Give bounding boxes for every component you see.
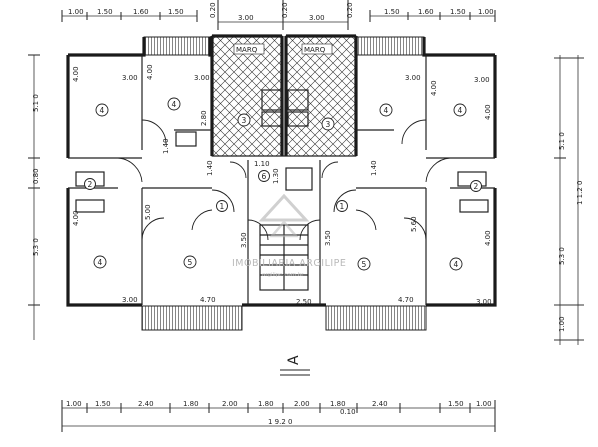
left-kitchen-hatch xyxy=(211,35,283,157)
dim-bottom-1: 1.00 xyxy=(66,400,82,408)
room-bedroom-bl: 4 xyxy=(98,258,103,267)
dim-right-510: 5.1 0 xyxy=(558,132,566,150)
dim-bottom-3: 2.40 xyxy=(138,400,154,408)
watermark-name: IMOBILIARIA ARGILIPE xyxy=(232,258,346,269)
dim-left-510: 5.1 0 xyxy=(32,94,40,112)
dim-in-140c: 1.40 xyxy=(370,160,378,176)
dim-bottom-6: 1.80 xyxy=(258,400,274,408)
dim-top-020b: 0.20 xyxy=(281,2,289,18)
dim-right-100: 1.00 xyxy=(558,316,566,332)
dim-in-300a: 3.00 xyxy=(122,74,138,82)
dim-in-300f: 3.00 xyxy=(476,298,492,306)
room-living-r: 5 xyxy=(362,260,367,269)
bottom-right-balcony xyxy=(325,305,427,331)
watermark xyxy=(258,193,310,238)
dim-in-140a: 1.40 xyxy=(162,138,170,154)
dim-in-400d: 4.00 xyxy=(484,104,492,120)
top-right-balcony xyxy=(355,36,425,56)
dim-in-300b: 3.00 xyxy=(194,74,210,82)
door-swings xyxy=(117,119,451,241)
dim-in-130: 1.30 xyxy=(272,168,280,184)
terrace-left-label: MARQ xyxy=(236,46,258,54)
dim-top-2: 1.50 xyxy=(97,8,113,16)
bottom-left-balcony xyxy=(141,305,243,331)
dim-in-400a: 4.00 xyxy=(72,66,80,82)
room-bedroom-br: 4 xyxy=(454,260,459,269)
room-bedroom-tl2: 4 xyxy=(172,100,177,109)
dim-top-020a: 0.20 xyxy=(209,2,217,18)
terrace-right-label: MARQ xyxy=(304,46,326,54)
dim-in-350a: 3.50 xyxy=(240,232,248,248)
dim-in-400f: 4.00 xyxy=(484,230,492,246)
dim-left-080: 0.80 xyxy=(32,168,40,184)
dim-in-110: 1.10 xyxy=(254,160,270,168)
room-hall-l: 1 xyxy=(220,202,225,211)
dim-in-300c: 3.00 xyxy=(405,74,421,82)
room-kitchen-l: 3 xyxy=(242,116,247,125)
dim-top-3: 1.60 xyxy=(133,8,149,16)
room-bath-l: 2 xyxy=(88,180,93,189)
dim-in-500: 5.00 xyxy=(144,204,152,220)
dim-bottom-4: 1.80 xyxy=(183,400,199,408)
dim-top-020c: 0.20 xyxy=(346,2,354,18)
dim-top-8: 1.60 xyxy=(418,8,434,16)
dim-bottom-010: 0.10 xyxy=(340,408,356,416)
dim-bottom-2: 1.50 xyxy=(95,400,111,408)
dim-in-400c: 4.00 xyxy=(430,80,438,96)
dim-in-280: 2.80 xyxy=(200,110,208,126)
room-living-l: 5 xyxy=(188,258,193,267)
dim-bottom-9: 2.40 xyxy=(372,400,388,408)
dim-in-350b: 3.50 xyxy=(324,230,332,246)
dim-in-400b: 4.00 xyxy=(146,64,154,80)
top-left-balcony xyxy=(143,36,211,56)
dim-top-1: 1.00 xyxy=(68,8,84,16)
dim-in-560: 5.60 xyxy=(410,216,418,232)
dim-in-300d: 3.00 xyxy=(474,76,490,84)
dim-bottom-7: 2.00 xyxy=(294,400,310,408)
dim-top-9: 1.50 xyxy=(450,8,466,16)
dim-top-7: 1.50 xyxy=(384,8,400,16)
dim-left-530: 5.3 0 xyxy=(32,238,40,256)
dim-bottom-10: 1.50 xyxy=(448,400,464,408)
dim-bottom-11: 1.00 xyxy=(476,400,492,408)
dim-top-4: 1.50 xyxy=(168,8,184,16)
room-bedroom-tl: 4 xyxy=(100,106,105,115)
room-bedroom-tr2: 4 xyxy=(384,106,389,115)
section-mark-label: A xyxy=(286,355,302,365)
room-6: 6 xyxy=(262,172,267,181)
room-labels: 4 4 4 4 4 4 5 5 3 3 2 2 1 1 6 xyxy=(84,97,482,271)
dim-top-10: 1.00 xyxy=(478,8,494,16)
room-bedroom-tr: 4 xyxy=(458,106,463,115)
dim-bottom-5: 2.00 xyxy=(222,400,238,408)
dim-in-140b: 1.40 xyxy=(206,160,214,176)
room-hall-r: 1 xyxy=(340,202,345,211)
dim-in-300e: 3.00 xyxy=(122,296,138,304)
right-dimension-chain xyxy=(554,55,584,345)
room-bath-r: 2 xyxy=(474,182,479,191)
dim-right-530: 5.3 0 xyxy=(558,247,566,265)
dim-bottom-8: 1.80 xyxy=(330,400,346,408)
left-dimension-chain xyxy=(28,54,40,340)
dim-in-470b: 4.70 xyxy=(398,296,414,304)
interior-walls xyxy=(68,55,495,305)
dim-top-6: 3.00 xyxy=(309,14,325,22)
room-kitchen-r: 3 xyxy=(326,120,331,129)
bottom-dimension-chain xyxy=(61,400,496,432)
dim-top-5: 3.00 xyxy=(238,14,254,22)
top-dimension-chain xyxy=(61,0,496,30)
dim-right-1120: 1 1.2 0 xyxy=(576,181,584,206)
dim-in-250: 2.50 xyxy=(296,298,312,306)
dim-bottom-total: 1 9.2 0 xyxy=(268,418,293,426)
dim-in-400e: 4.00 xyxy=(72,210,80,226)
section-mark xyxy=(280,369,310,376)
dim-in-470a: 4.70 xyxy=(200,296,216,304)
watermark-url: argilipe.com.br xyxy=(262,272,304,278)
